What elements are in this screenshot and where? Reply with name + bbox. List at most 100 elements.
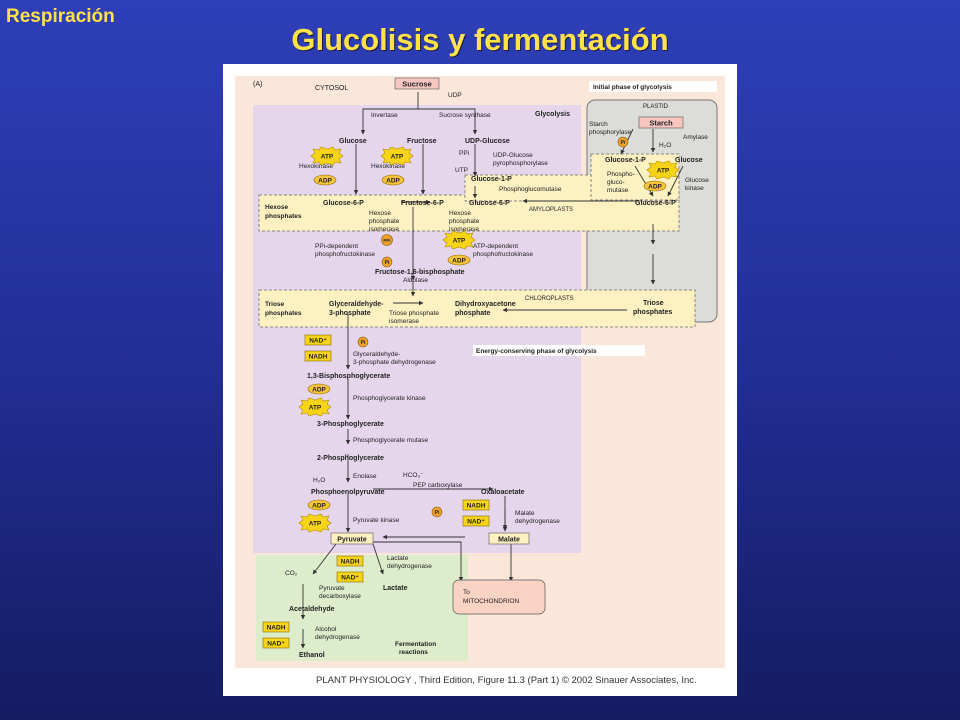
fermentation-label: Fermentation	[395, 641, 436, 648]
hpi-label: Hexose	[369, 210, 391, 217]
udp-label: UDP	[448, 92, 462, 99]
hexokinase-label-2: Hexokinase	[371, 163, 405, 170]
adh-label: Alcohol	[315, 626, 337, 633]
energy-phase-label: Energy-conserving phase of glycolysis	[476, 348, 597, 355]
nad-badge-4: NAD⁺	[262, 637, 290, 649]
svg-text:Pi: Pi	[385, 260, 390, 266]
ldh-label: Lactate	[387, 555, 409, 562]
amyloplasts-label: AMYLOPLASTS	[529, 207, 573, 213]
adp-badge-5: ADP	[307, 383, 331, 395]
pi-badge-3: Pi	[357, 336, 369, 348]
svg-text:ATP: ATP	[453, 238, 466, 245]
atp-badge-6: ATP	[298, 513, 332, 533]
pathway-arrows	[300, 92, 684, 649]
plastid-glucose-label: Glucose	[675, 157, 703, 164]
svg-text:ADP: ADP	[312, 386, 326, 393]
atp-badge-4: ATP	[646, 160, 680, 180]
svg-text:Pi: Pi	[435, 510, 440, 516]
aldolase-label: Aldolase	[403, 277, 428, 284]
phosphoglucomutase-label: Phosphoglucomutase	[499, 186, 562, 193]
energy-phase-box	[473, 345, 645, 356]
ppi-pfk-label-2: phosphofructokinase	[315, 251, 375, 258]
amylase-label: Amylase	[683, 134, 708, 141]
atp-badge-5: ATP	[298, 397, 332, 417]
glucose-kinase-label-2: kinase	[685, 185, 704, 192]
starch-phosphorylase-label: Starch	[589, 121, 608, 128]
utp-label: UTP	[455, 167, 468, 174]
svg-text:ATP: ATP	[309, 405, 322, 412]
plastid-pgm-label-2: gluco-	[607, 179, 625, 186]
invertase-label: Invertase	[371, 112, 398, 119]
udp-glucose-label: UDP-Glucose	[465, 138, 510, 145]
starch-label: Starch	[649, 119, 673, 128]
hpi-label-b-3: isomerase	[449, 226, 479, 233]
hexose-phosphates-label: Hexose	[265, 204, 289, 211]
hexose-phosphates-label-2: phosphates	[265, 213, 302, 220]
svg-text:Pi: Pi	[361, 340, 366, 346]
adp-badge-3: ADP	[447, 254, 471, 266]
pgmut-label: Phosphoglycerate mutase	[353, 437, 429, 444]
cytosol-label: CYTOSOL	[315, 85, 348, 92]
mitochondrion-box	[452, 579, 546, 615]
triose-phosphates-label-2: phosphates	[265, 310, 302, 317]
triose-phosphates-band	[258, 289, 696, 328]
lactate-label: Lactate	[383, 585, 408, 592]
pyruvate-label: Pyruvate	[337, 537, 367, 544]
svg-text:NAD⁺: NAD⁺	[267, 641, 285, 648]
initial-phase-box	[589, 81, 717, 92]
adp-badge-6: ADP	[307, 499, 331, 511]
pg2-label: 2-Phosphoglycerate	[317, 455, 384, 462]
nadh-badge: NADH	[304, 350, 332, 362]
chloroplasts-label: CHLOROPLASTS	[525, 296, 574, 302]
gapdh-label: Glyceraldehyde-	[353, 351, 400, 358]
svg-text:ADP: ADP	[312, 502, 326, 509]
nad-badge-3: NAD⁺	[336, 571, 364, 583]
tpi-label: Triose phosphate	[389, 310, 439, 317]
dhap-label: Dihydroxyacetone	[455, 301, 516, 308]
triose-phosphates-label: Triose	[265, 301, 285, 308]
tpi-label-2: isomerase	[389, 318, 419, 325]
dhap-label-2: phosphate	[455, 310, 490, 317]
oxaloacetate-label: Oxaloacetate	[481, 489, 525, 496]
fructose-6p-label: Fructose-6-P	[401, 200, 444, 207]
atp-badge: ATP	[310, 146, 344, 166]
atp-badge-2: ATP	[380, 146, 414, 166]
sucrose-box	[394, 77, 440, 90]
pk-label: Pyruvate kinase	[353, 517, 400, 524]
adp-badge-4: ADP	[643, 180, 667, 192]
pyruvate-box	[330, 532, 374, 545]
svg-text:NAD⁺: NAD⁺	[309, 338, 327, 345]
starch-phosphorylase-label-2: phosphorylase	[589, 129, 632, 136]
glucose-label: Glucose	[339, 138, 367, 145]
co2-label: CO₂	[285, 570, 298, 577]
glucose-6p-label: Glucose-6-P	[323, 200, 364, 207]
svg-text:ADP: ADP	[452, 257, 466, 264]
nadh-badge-3: NADH	[336, 555, 364, 567]
mitochondrion-label: To	[463, 589, 470, 596]
fructose-16bp-label: Fructose-1,6-bisphosphate	[375, 269, 465, 276]
sucrose-label: Sucrose	[402, 80, 432, 89]
nad-badge-2: NAD⁺	[462, 515, 490, 527]
mdh-label-2: dehydrogenase	[515, 518, 560, 525]
svg-text:ATP: ATP	[309, 521, 322, 528]
hco3-label: HCO₃⁻	[403, 472, 424, 479]
ldh-label-2: dehydrogenase	[387, 563, 432, 570]
udpg-pp-label: UDP-Glucose	[493, 152, 533, 159]
panel-label: (A)	[253, 81, 262, 88]
hpi-label-b: Hexose	[449, 210, 471, 217]
pg3-label: 3-Phosphoglycerate	[317, 421, 384, 428]
plastid-pgm-label-3: mutase	[607, 187, 629, 194]
svg-text:ATP: ATP	[391, 154, 404, 161]
initial-phase-label: Initial phase of glycolysis	[593, 84, 672, 91]
h2o-label: H₂O	[313, 477, 325, 484]
svg-text:ATP: ATP	[321, 154, 334, 161]
svg-text:NADH: NADH	[309, 354, 328, 361]
ethanol-label: Ethanol	[299, 652, 325, 659]
pdc-label-2: decarboxylase	[319, 593, 361, 600]
adp-badge: ADP	[313, 174, 337, 186]
plastid-pgm-label: Phospho-	[607, 171, 635, 178]
pi-badge-2: Pi	[617, 136, 629, 148]
svg-text:NAD⁺: NAD⁺	[341, 575, 359, 582]
ppi-badge: PPi	[381, 234, 393, 246]
nadh-badge-4: NADH	[262, 621, 290, 633]
